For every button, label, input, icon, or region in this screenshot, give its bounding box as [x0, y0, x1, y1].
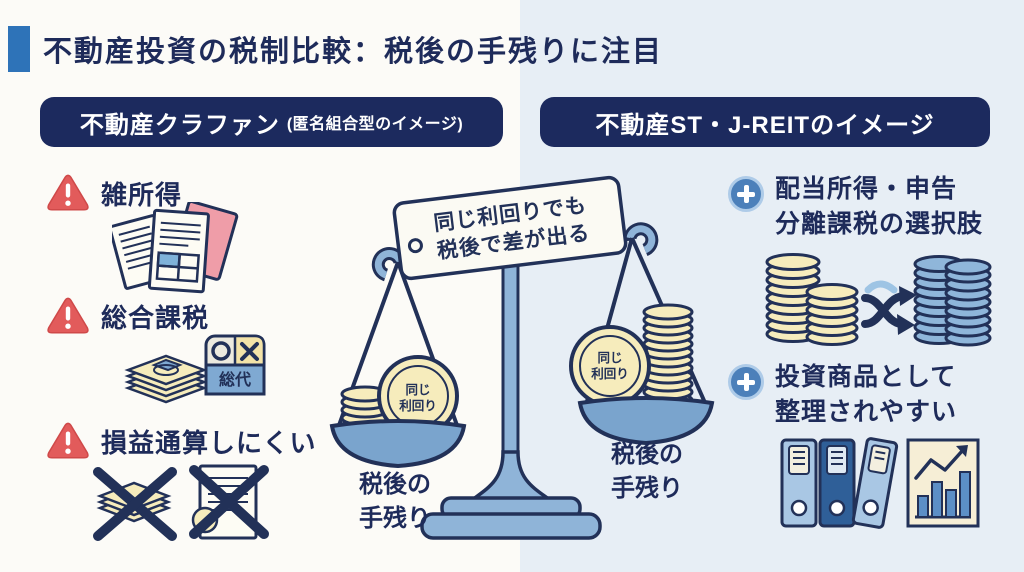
comprehensive-tax-label: 総合課税	[101, 302, 210, 333]
investment-label-line2: 整理されやすい	[775, 398, 958, 426]
balance-scale-illustration	[329, 175, 715, 540]
crossed-money	[93, 467, 177, 541]
title-accent-bar	[8, 26, 30, 72]
bill-stack	[124, 354, 208, 404]
dividend-label-line1: 配当所得・申告	[775, 175, 958, 203]
documents-illustration	[112, 202, 239, 294]
right-pan-label: 税後の 手残り	[611, 441, 683, 502]
plus-icon	[728, 176, 764, 212]
right-section-header: 不動産ST・J-REITのイメージ	[540, 97, 990, 147]
left-item-misc-income: 雑所得	[46, 173, 182, 213]
blue-coin-stacks	[913, 255, 992, 347]
warning-icon	[47, 297, 89, 334]
right-coin-stack	[642, 303, 694, 409]
right-item-dividend: 配当所得・申告 分離課税の選択肢	[728, 172, 983, 242]
coin-exchange-illustration	[765, 253, 992, 347]
investment-label-line1: 投資商品として	[775, 363, 957, 391]
tax-choice-card	[204, 334, 266, 396]
dividend-label-line2: 分離課税の選択肢	[775, 210, 984, 238]
binders-and-chart-illustration	[780, 437, 980, 529]
left-coin-text: 同じ 利回り	[399, 383, 437, 414]
page-title: 不動産投資の税制比較：税後の手残りに注目	[43, 36, 664, 68]
left-section-header: 不動産クラファン (匿名組合型のイメージ)	[40, 97, 503, 147]
tax-card-text: 総代	[218, 372, 251, 389]
left-header-main: 不動産クラファン	[79, 111, 280, 139]
crossed-document	[189, 464, 269, 540]
left-pan-label: 税後の 手残り	[359, 471, 431, 532]
right-item-investment-product: 投資商品として 整理されやすい	[728, 360, 957, 430]
right-pan	[577, 396, 715, 446]
left-item-loss-offset: 損益通算しにくい	[46, 421, 316, 461]
front-paper	[147, 208, 210, 294]
yellow-coin-stacks	[765, 253, 859, 346]
left-pan	[329, 419, 467, 469]
title-bar: 不動産投資の税制比較：税後の手残りに注目	[8, 26, 663, 72]
growth-chart-icon	[906, 438, 980, 528]
plus-icon	[728, 364, 764, 400]
scale-pillar	[420, 244, 602, 540]
misc-income-label: 雑所得	[101, 179, 183, 210]
left-item-comprehensive-tax: 総合課税	[46, 296, 209, 336]
right-coin-text: 同じ 利回り	[591, 351, 629, 382]
money-and-tax-card-illustration	[124, 334, 266, 404]
left-coin-stack	[340, 385, 390, 435]
left-header-sub: (匿名組合型のイメージ)	[286, 116, 464, 133]
right-header-label: 不動産ST・J-REITのイメージ	[595, 111, 935, 139]
crossed-out-illustration	[93, 464, 269, 541]
shuffle-arrows-icon	[861, 280, 917, 335]
yield-tag	[392, 175, 628, 281]
warning-icon	[47, 422, 89, 459]
binders-icon	[780, 437, 899, 529]
loss-offset-label: 損益通算しにくい	[101, 427, 317, 458]
warning-icon	[47, 174, 89, 211]
